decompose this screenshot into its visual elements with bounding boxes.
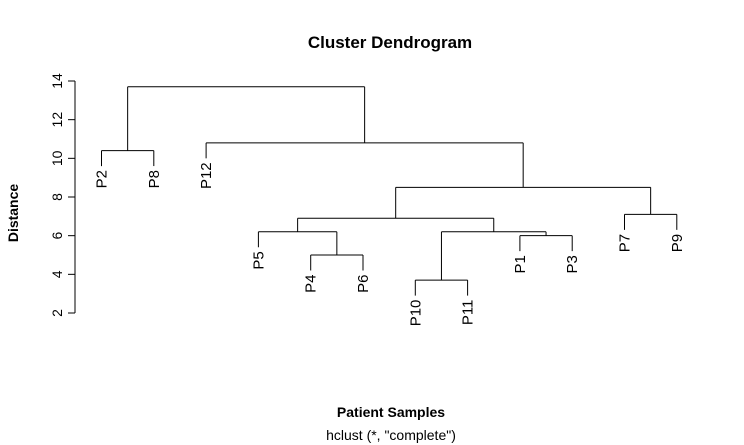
y-axis-label: Distance	[5, 184, 21, 243]
leaf-label: P5	[250, 251, 267, 269]
y-tick-label: 14	[49, 73, 65, 89]
leaf-label: P8	[146, 170, 163, 188]
y-tick-label: 6	[49, 232, 65, 240]
leaf-label: P6	[355, 274, 372, 292]
leaf-label: P12	[198, 162, 215, 189]
chart-subtitle: hclust (*, "complete")	[326, 427, 456, 443]
leaf-label: P2	[94, 170, 111, 188]
y-tick-label: 4	[49, 270, 65, 278]
y-tick-label: 2	[49, 309, 65, 317]
y-tick-label: 12	[49, 112, 65, 128]
y-axis: 2 4 6 8 10 12 14	[49, 73, 76, 317]
leaf-label: P10	[407, 300, 424, 327]
leaf-label: P3	[564, 255, 581, 273]
y-tick-label: 10	[49, 150, 65, 166]
chart-title: Cluster Dendrogram	[308, 33, 472, 52]
x-axis-label: Patient Samples	[337, 404, 445, 420]
leaf-label: P9	[669, 234, 686, 252]
leaf-label: P7	[617, 234, 634, 252]
y-tick-label: 8	[49, 193, 65, 201]
leaf-label: P1	[512, 255, 529, 273]
leaf-label: P11	[460, 300, 477, 326]
leaf-label: P4	[303, 274, 320, 292]
dendrogram-tree	[101, 86, 678, 296]
